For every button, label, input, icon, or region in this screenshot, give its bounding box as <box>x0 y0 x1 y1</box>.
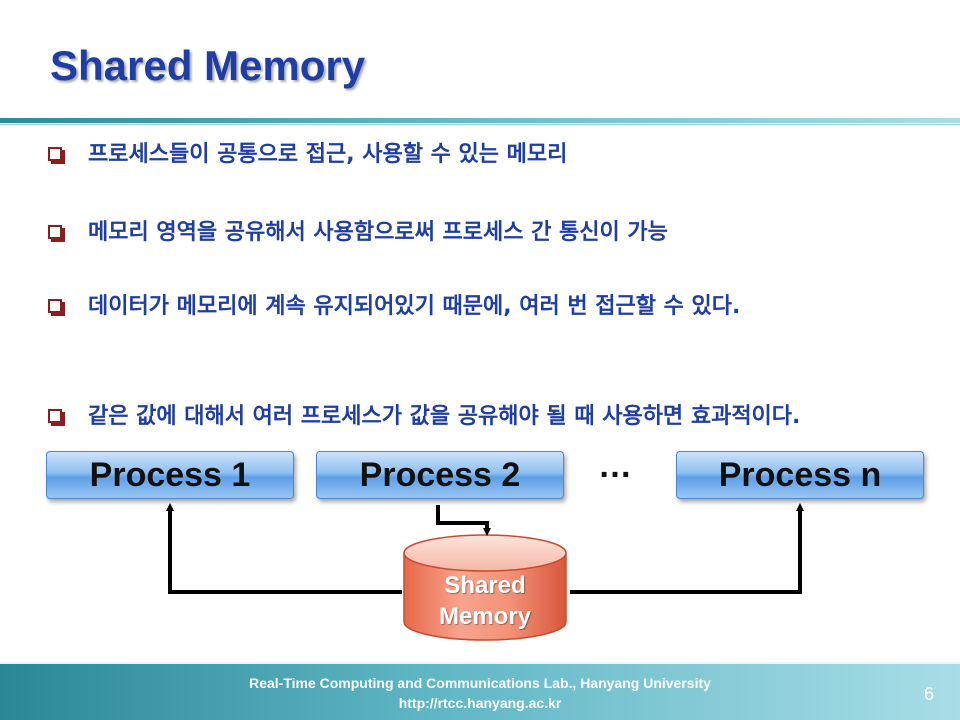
arrow-processn-memory <box>570 503 804 594</box>
title-rule-thin <box>0 124 960 125</box>
slide-title: Shared Memory <box>50 42 366 89</box>
footer-url: http://rtcc.hanyang.ac.kr <box>398 695 562 711</box>
memory-label-line2: Memory <box>438 603 532 630</box>
footer: Real-Time Computing and Communications L… <box>0 673 960 713</box>
arrow-process2-memory <box>436 505 491 536</box>
bullet-item: 데이터가 메모리에 계속 유지되어있기 때문에, 여러 번 접근할 수 있다. <box>48 292 918 322</box>
square-bullet-icon <box>48 409 65 426</box>
process-n-box: Process n <box>676 451 924 499</box>
bullet-item: 같은 값에 대해서 여러 프로세스가 값을 공유해야 될 때 사용하면 효과적이… <box>48 402 918 432</box>
bullet-item: 메모리 영역을 공유해서 사용함으로써 프로세스 간 통신이 가능 <box>48 218 918 248</box>
bullet-text: 데이터가 메모리에 계속 유지되어있기 때문에, 여러 번 접근할 수 있다. <box>88 294 741 319</box>
title-rule <box>0 118 960 123</box>
square-bullet-icon <box>48 225 65 242</box>
square-bullet-icon <box>48 147 65 164</box>
footer-bar <box>0 662 960 720</box>
bullet-item: 프로세스들이 공통으로 접근, 사용할 수 있는 메모리 <box>48 140 918 170</box>
arrow-process1-memory <box>166 503 402 594</box>
shared-memory-label: Shared Memory <box>404 570 566 632</box>
memory-label-line1: Shared <box>444 572 526 599</box>
process-1-box: Process 1 <box>46 451 294 499</box>
bullet-text: 메모리 영역을 공유해서 사용함으로써 프로세스 간 통신이 가능 <box>88 220 668 245</box>
ellipsis-text: … <box>598 447 634 485</box>
shared-memory-cylinder <box>403 534 567 641</box>
page-number: 6 <box>924 684 935 704</box>
square-bullet-icon <box>48 299 65 316</box>
bullet-text: 같은 값에 대해서 여러 프로세스가 값을 공유해야 될 때 사용하면 효과적이… <box>88 404 801 429</box>
process-2-box: Process 2 <box>316 451 564 499</box>
bullet-text: 프로세스들이 공통으로 접근, 사용할 수 있는 메모리 <box>88 142 568 167</box>
footer-lab-name: Real-Time Computing and Communications L… <box>249 675 711 691</box>
